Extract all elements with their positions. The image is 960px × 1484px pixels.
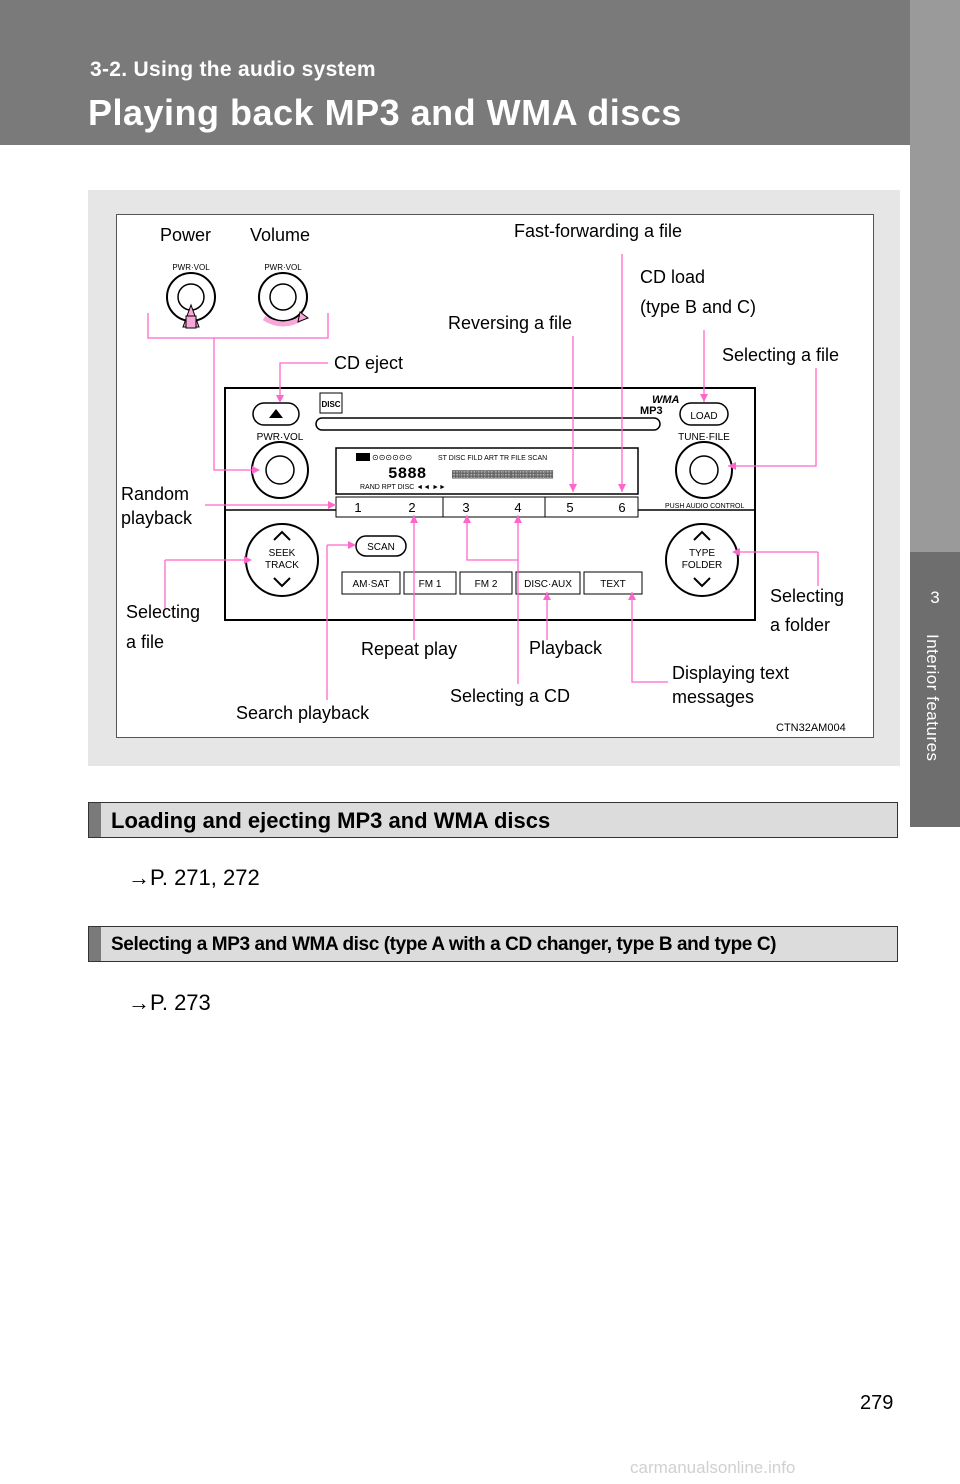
label-volume: Volume [250, 225, 311, 245]
section-heading-selecting: Selecting a MP3 and WMA disc (type A wit… [88, 926, 898, 962]
section-heading-text: Selecting a MP3 and WMA disc (type A wit… [111, 934, 777, 955]
pwr-vol-label-small: PWR·VOL [172, 263, 210, 272]
label-power: Power [160, 225, 212, 245]
svg-text:LOAD: LOAD [690, 411, 717, 422]
preset-2-label: 2 [408, 500, 415, 515]
type-folder-knob: TYPE FOLDER [665, 523, 739, 597]
chapter-number: 3 [930, 588, 940, 607]
label-playback: Playback [529, 638, 603, 658]
band-button [403, 571, 457, 595]
section-heading-loading: Loading and ejecting MP3 and WMA discs [88, 802, 898, 838]
leader-lines [147, 254, 819, 700]
band-button-label: FM 1 [419, 579, 442, 590]
band-button [583, 571, 643, 595]
page-reference[interactable]: →P. 273 [128, 990, 211, 1015]
preset-1-label: 1 [354, 500, 361, 515]
pwr-vol-label-small-2: PWR·VOL [264, 263, 302, 272]
preset-3-label: 3 [462, 500, 469, 515]
chapter-name: Interior features [923, 634, 942, 762]
label-random-2: playback [121, 508, 193, 528]
disc-logo-icon [319, 392, 343, 414]
svg-text:TRACK: TRACK [265, 560, 299, 571]
svg-text:TUNE·FILE: TUNE·FILE [678, 432, 730, 443]
band-button-label: DISC·AUX [524, 579, 572, 590]
band-button-label: TEXT [600, 579, 626, 590]
page-reference[interactable]: →P. 271, 272 [128, 865, 260, 890]
side-tab-bottom [910, 827, 960, 1484]
preset-6-label: 6 [618, 500, 625, 515]
volume-knob-icon [258, 272, 310, 327]
label-selecting-cd: Selecting a CD [450, 686, 571, 706]
header-band [0, 0, 910, 145]
svg-text:FOLDER: FOLDER [682, 560, 723, 571]
heading-bar [89, 927, 101, 961]
label-selecting-file-left-1: Selecting [126, 602, 201, 622]
section-number: 3-2. Using the audio system [90, 58, 376, 81]
label-displaying-text-1: Displaying text [672, 663, 790, 683]
label-selecting-file-left-2: a file [126, 632, 165, 652]
band-button [341, 571, 401, 595]
unit-pwr-vol: PWR·VOL [257, 432, 304, 443]
label-search-playback: Search playback [236, 703, 370, 723]
page-title: Playing back MP3 and WMA discs [88, 92, 682, 133]
svg-text:MP3: MP3 [640, 405, 663, 417]
label-fast-forward: Fast-forwarding a file [514, 221, 683, 241]
svg-text:⊙⊙⊙⊙⊙⊙: ⊙⊙⊙⊙⊙⊙ [372, 453, 412, 462]
svg-text:PUSH AUDIO CONTROL: PUSH AUDIO CONTROL [665, 503, 744, 510]
label-selecting-file-top: Selecting a file [722, 345, 840, 365]
label-cd-load-1: CD load [640, 267, 706, 287]
label-selecting-folder-2: a folder [770, 615, 831, 635]
preset-buttons: 1 2 3 4 5 6 [354, 500, 625, 515]
svg-text:WMA: WMA [652, 394, 680, 406]
scan-button [355, 535, 407, 557]
svg-text:SEEK: SEEK [269, 548, 296, 559]
preset-4-label: 4 [514, 500, 521, 515]
seek-track-knob: SEEK TRACK [245, 523, 319, 597]
svg-text:ST DISC FILD ART TR FILE: ST DISC FILD ART TR FILE SCAN [438, 455, 547, 462]
svg-text:DISC: DISC [321, 400, 340, 409]
leader-arrowheads [244, 394, 740, 600]
svg-text:TYPE: TYPE [689, 548, 715, 559]
page-number: 279 [860, 1392, 894, 1414]
section-heading-text: Loading and ejecting MP3 and WMA discs [111, 808, 551, 833]
label-selecting-folder-1: Selecting [770, 586, 845, 606]
label-random-1: Random [121, 484, 190, 504]
watermark: carmanualsonline.info [630, 1458, 796, 1477]
load-button [679, 402, 729, 426]
label-cd-load-2: (type B and C) [640, 297, 757, 317]
band-button-label: FM 2 [475, 579, 498, 590]
figure-id: CTN32AM004 [776, 722, 846, 734]
label-reversing: Reversing a file [448, 313, 573, 333]
svg-text:5888: 5888 [388, 465, 426, 483]
label-cd-eject: CD eject [334, 353, 404, 373]
svg-text:RAND RPT DISC: RAND RPT DISC ◄◄ ►► [360, 484, 446, 491]
band-button [459, 571, 513, 595]
heading-bar [89, 803, 101, 837]
label-repeat-play: Repeat play [361, 639, 458, 659]
side-tab-chapter [910, 552, 960, 827]
side-tab-top [910, 0, 960, 552]
power-knob-icon [166, 272, 216, 329]
band-button-label: AM·SAT [352, 579, 389, 590]
preset-5-label: 5 [566, 500, 573, 515]
eject-icon [269, 409, 283, 418]
label-displaying-text-2: messages [672, 687, 755, 707]
svg-text:▦▦▦▦▦▦▦▦▦▦▦▦: ▦▦▦▦▦▦▦▦▦▦▦▦ [452, 467, 554, 483]
band-buttons: AM·SAT FM 1 FM 2 DISC·AUX TEXT [341, 571, 643, 595]
svg-text:SCAN: SCAN [367, 542, 395, 553]
